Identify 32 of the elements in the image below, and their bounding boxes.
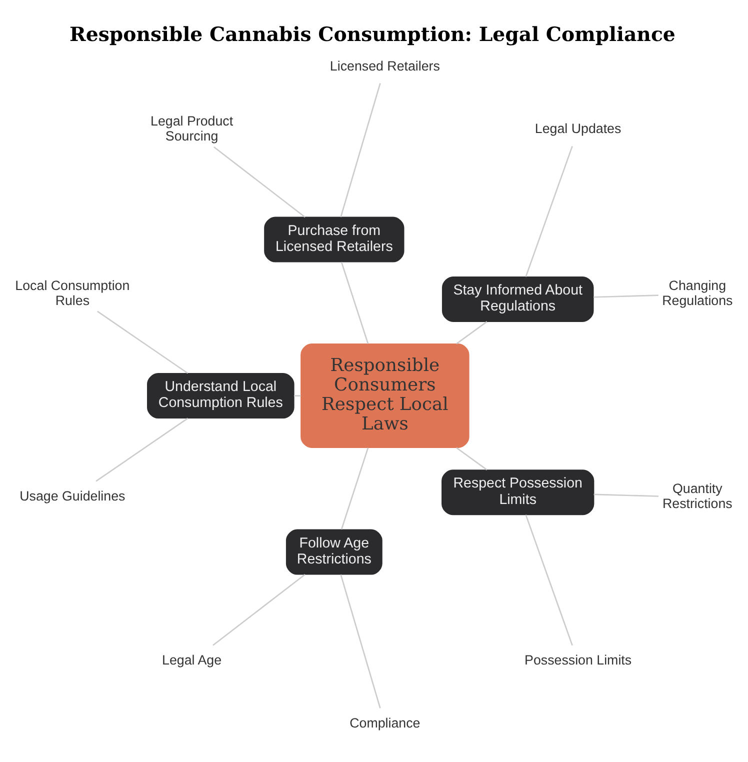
node-text: Legal Updates [534,120,622,136]
node-text: Compliance [350,714,420,730]
node-box: Stay Informed About Regulations [442,276,594,322]
connector [340,447,369,530]
diagram-title: Responsible Cannabis Consumption: Legal Compliance [70,22,676,46]
node-box: Responsible Consumers Respect Local Laws [300,343,470,448]
connector [96,417,188,482]
node-text: Licensed Retailers [330,58,440,73]
node-box: Respect Possession Limits [442,469,594,515]
connector [97,310,188,374]
node-text: Usage Guidelines [20,488,126,503]
node-box: Follow Age Restrictions [286,528,382,574]
connector [525,145,573,276]
connector [525,514,573,646]
node-box: Purchase from Licensed Retailers [264,216,404,262]
node-text: Changing Regulations [662,277,733,308]
connector [456,320,488,344]
connector [593,294,658,298]
node-text: Quantity Restrictions [662,480,732,511]
node-text: Possession Limits [524,652,632,668]
connector [294,394,301,396]
connector [456,446,488,470]
connector [340,261,369,344]
node-box: Understand Local Consumption Rules [147,372,294,418]
connector [340,82,381,217]
connector [214,146,306,218]
node-text: Local Consumption Rules [15,277,130,308]
connector [212,573,306,646]
node-text: Legal Age [162,652,222,668]
connector [594,493,658,496]
connector [340,574,381,708]
node-text: Legal Product Sourcing [150,113,234,144]
